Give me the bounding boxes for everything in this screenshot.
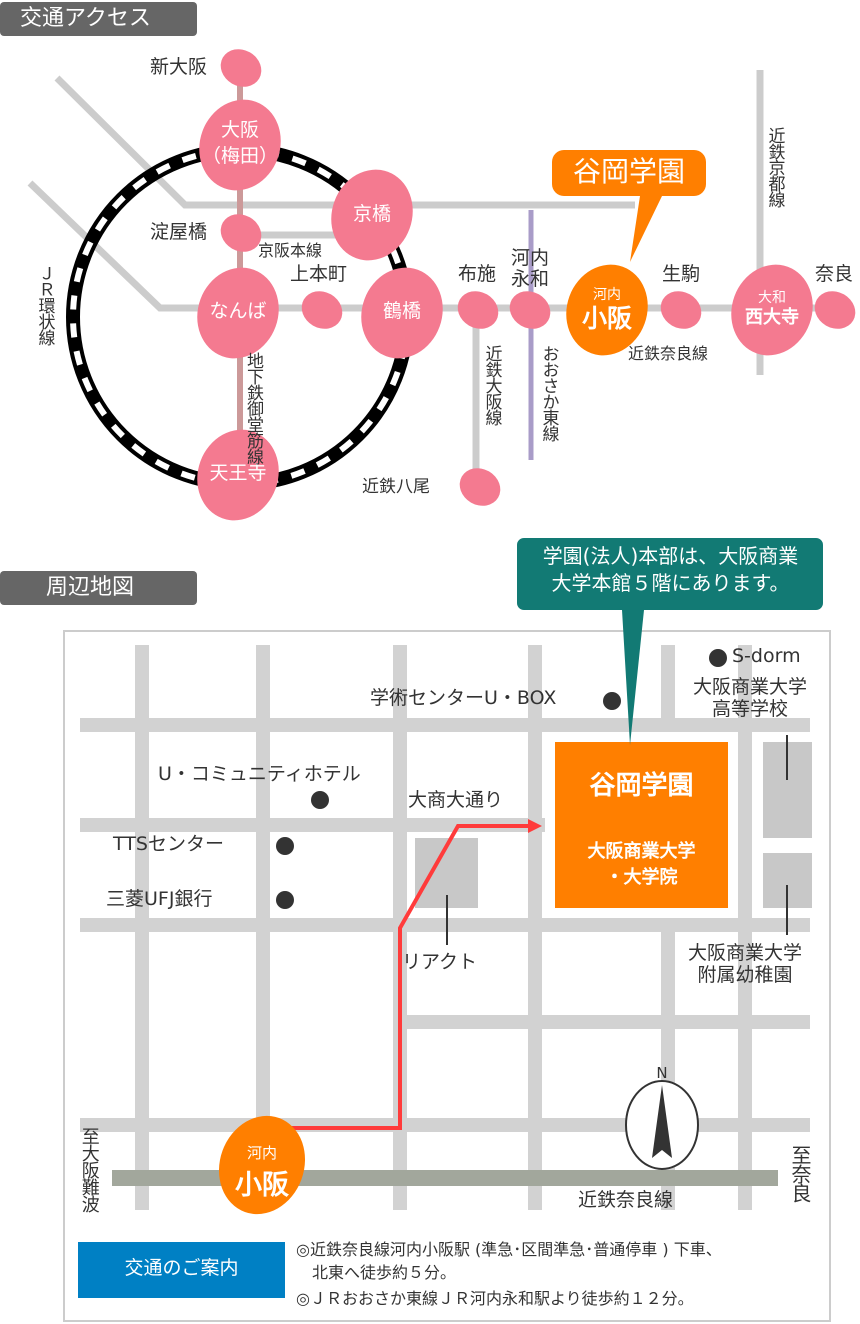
- station-label: なんば: [209, 300, 267, 322]
- info-title: 交通のご案内: [124, 1257, 239, 1279]
- roads: [80, 645, 810, 1210]
- landmark-label: 学術センターU・BOX: [370, 687, 557, 709]
- hq-callout-line: 学園(法人)本部は、大阪商業: [542, 544, 799, 568]
- station-label: 淀屋橋: [150, 221, 208, 243]
- station-label: 小阪: [581, 304, 632, 333]
- line-label: 地下鉄御堂筋線: [243, 352, 263, 464]
- station-label: 近鉄八尾: [362, 477, 430, 497]
- info-line: ◎ＪＲおおさか東線ＪＲ河内永和駅より徒歩約１２分。: [296, 1289, 694, 1308]
- station-label: 大和: [758, 290, 786, 306]
- station-label: 布施: [458, 263, 497, 285]
- station-label: 天王寺: [209, 462, 267, 484]
- area-map-header: 周辺地図: [0, 571, 197, 605]
- campus-line: ・大学院: [605, 867, 678, 888]
- station-label: 奈良: [815, 263, 854, 285]
- station-label: 河内: [246, 1144, 277, 1162]
- station-label: 河内 永和: [510, 247, 549, 290]
- line-label: 近鉄京都線: [764, 127, 785, 207]
- landmark-dots: [276, 649, 727, 909]
- campus-line: 大阪商業大学: [587, 841, 696, 862]
- compass-label: N: [656, 1064, 668, 1082]
- info-line: ◎近鉄奈良線河内小阪駅 (準急･区間準急･普通停車 ) 下車、: [296, 1240, 722, 1259]
- station-label: 生駒: [662, 263, 701, 285]
- landmark-label: リアクト: [402, 951, 478, 973]
- landmark-label: 大阪商業大学 高等学校: [692, 676, 807, 720]
- direction-label: 至奈良: [788, 1145, 812, 1202]
- station-label: 鶴橋: [382, 300, 421, 322]
- station-label: （梅田）: [201, 145, 278, 167]
- landmark-label: U・コミュニティホテル: [158, 763, 361, 785]
- line-label: 京阪本線: [258, 241, 323, 260]
- station-label: 大阪: [220, 119, 259, 141]
- compass-icon: [625, 1080, 699, 1170]
- station-label: 上本町: [290, 263, 348, 285]
- leader-lines: [446, 735, 788, 945]
- rail-label: 近鉄奈良線: [578, 1189, 674, 1211]
- line-label: 近鉄大阪線: [481, 345, 502, 425]
- area-station-marker: [218, 1115, 306, 1215]
- station-label: 新大阪: [150, 56, 208, 78]
- station-label: 小阪: [235, 1170, 289, 1201]
- landmark-label: 三菱UFJ銀行: [106, 888, 213, 910]
- direction-label: 至大阪難波: [78, 1127, 100, 1212]
- campus-callout-bubble: [552, 150, 706, 262]
- campus-building: [555, 742, 728, 908]
- access-header: 交通アクセス: [0, 2, 197, 36]
- landmark-label: TTSセンター: [113, 833, 224, 855]
- stations: [197, 49, 856, 521]
- info-box: [78, 1242, 285, 1298]
- landmark-label: S-dorm: [732, 645, 801, 667]
- kawachi-kosaka-station: [566, 264, 648, 356]
- street-label: 大商大通り: [408, 789, 504, 811]
- campus-title: 谷岡学園: [589, 771, 694, 801]
- campus-callout: 谷岡学園: [572, 155, 685, 188]
- rail-lines: [27, 70, 850, 480]
- hq-callout-line: 大学本館５階にあります。: [551, 571, 790, 595]
- line-label: おおさか東線: [538, 345, 559, 441]
- route-arrow-icon: [528, 819, 542, 833]
- info-line: 北東へ徒歩約５分。: [296, 1263, 457, 1282]
- hq-callout-bubble: [517, 538, 823, 745]
- station-label: 河内: [593, 287, 621, 303]
- line-label: ＪＲ環状線: [34, 265, 55, 345]
- station-label: 西大寺: [745, 307, 799, 328]
- landmark-label: 大阪商業大学 附属幼稚園: [687, 942, 802, 986]
- station-label: 京橋: [352, 203, 391, 225]
- line-label: 近鉄奈良線: [628, 344, 709, 363]
